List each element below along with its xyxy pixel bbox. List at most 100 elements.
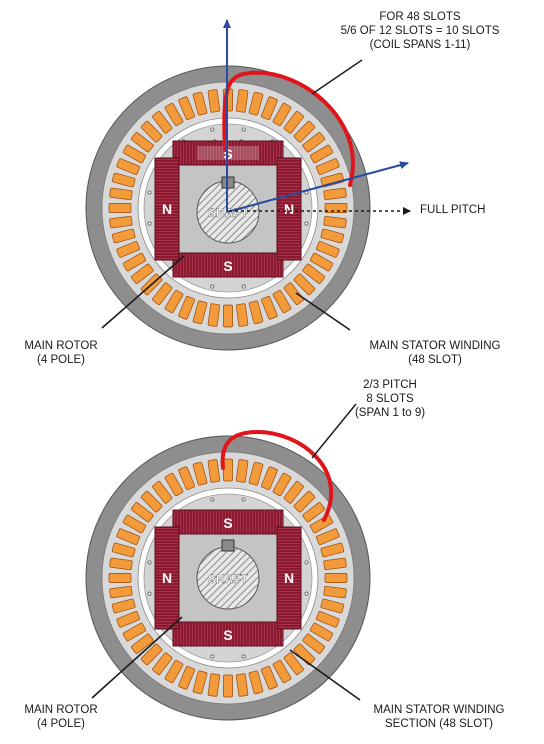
top-rotor-leader xyxy=(101,255,185,329)
stator-slot xyxy=(192,300,208,325)
stator-slot xyxy=(324,203,348,213)
stator-slot xyxy=(140,490,163,513)
top-coil-span xyxy=(222,70,355,187)
stator-slot xyxy=(320,542,345,558)
stator-slot xyxy=(140,120,163,143)
bottom-rotor-label-line-2: (4 POLE) xyxy=(37,718,85,730)
stator-slot xyxy=(293,120,316,143)
bottom-stator-label-line-1: MAIN STATOR WINDING xyxy=(373,704,505,716)
top-pole-left xyxy=(154,157,180,261)
stator-slot xyxy=(315,240,340,258)
stator-slot xyxy=(235,673,249,697)
stator-slot xyxy=(207,89,221,113)
top-stator-label-line-2: (48 SLOT) xyxy=(408,354,462,366)
stator-slot xyxy=(164,659,184,684)
stator-slot xyxy=(323,187,347,201)
stator-slot xyxy=(302,502,325,523)
rotor-vent-dot xyxy=(241,497,246,502)
stator-slot xyxy=(272,472,292,497)
stator-slot xyxy=(235,89,249,113)
stator-slot xyxy=(131,633,154,654)
rotor-vent-dot xyxy=(147,560,152,565)
stator-slot xyxy=(302,132,325,153)
rotor-vent-dot xyxy=(304,560,309,565)
rotor-vent-dot xyxy=(147,591,152,596)
stator-slot xyxy=(122,514,147,534)
stator-slot xyxy=(283,652,304,675)
bottom-coil-note-leader xyxy=(311,403,357,459)
stator-slot xyxy=(109,215,133,229)
stator-slot xyxy=(320,172,345,188)
stator-slot xyxy=(315,528,340,546)
bottom-coil-note-line-3: (SPAN 1 to 9) xyxy=(354,407,426,419)
stator-slot xyxy=(152,652,173,675)
bottom-coil-note-line-2: 8 SLOTS xyxy=(366,393,414,405)
stator-slot xyxy=(178,665,196,690)
stator-slot xyxy=(323,585,347,599)
bottom-rotor-leader xyxy=(91,616,183,699)
rotor-vent-dot xyxy=(147,221,152,226)
stator-slot xyxy=(260,96,278,121)
stator-slot xyxy=(309,514,334,534)
full-pitch-text: FULL PITCH xyxy=(420,204,486,216)
stator-slot xyxy=(178,466,196,491)
stator-slot xyxy=(111,598,136,614)
stator-slot xyxy=(315,158,340,176)
stator-slot xyxy=(293,490,316,513)
stator-slot xyxy=(116,528,141,546)
stator-slot xyxy=(108,573,132,583)
stator-slot xyxy=(315,610,340,628)
bottom-pole-letter-top: S xyxy=(223,515,232,531)
bottom-rotor-label: MAIN ROTOR (4 POLE) xyxy=(6,703,116,731)
stator-slot xyxy=(207,673,221,697)
stator-slot xyxy=(309,252,334,272)
stator-slot xyxy=(323,215,347,229)
top-stator-slots xyxy=(108,88,348,328)
top-pole-letter-bottom: S xyxy=(223,258,232,274)
stator-slot xyxy=(122,252,147,272)
stator-slot xyxy=(248,461,264,486)
stator-slot xyxy=(302,633,325,654)
bottom-pole-left xyxy=(154,526,180,630)
stator-slot xyxy=(111,542,136,558)
stator-slot xyxy=(111,228,136,244)
stator-slot xyxy=(223,304,233,328)
top-axis-angled-arrow xyxy=(226,161,409,213)
stator-slot xyxy=(309,144,334,164)
stator-slot xyxy=(272,659,292,684)
bottom-shaft-label: SHAFT xyxy=(208,572,249,586)
stator-slot xyxy=(116,158,141,176)
bottom-stator-label-line-2: SECTION (48 SLOT) xyxy=(385,718,493,730)
stator-slot xyxy=(324,573,348,583)
stator-slot xyxy=(164,472,184,497)
stator-slot xyxy=(260,466,278,491)
stator-slot xyxy=(248,300,264,325)
rotor-vent-dot xyxy=(210,497,215,502)
stator-slot xyxy=(140,643,163,666)
stator-slot xyxy=(116,240,141,258)
top-pole-letter-left: N xyxy=(162,201,172,217)
stator-slot xyxy=(272,289,292,314)
top-pole-letter-right: N xyxy=(284,201,294,217)
stator-slot xyxy=(111,172,136,188)
bottom-coil-note: 2/3 PITCH 8 SLOTS (SPAN 1 to 9) xyxy=(335,378,445,420)
stator-slot xyxy=(260,665,278,690)
bottom-pole-letter-left: N xyxy=(162,570,172,586)
top-rotor-label: MAIN ROTOR (4 POLE) xyxy=(6,339,116,367)
bottom-stator-leader xyxy=(289,649,361,701)
stator-slot xyxy=(178,96,196,121)
bottom-coil-span xyxy=(220,429,333,522)
stator-slot xyxy=(309,622,334,642)
stator-slot xyxy=(283,111,304,134)
stator-slot xyxy=(152,481,173,504)
top-coil-note-line-1: FOR 48 SLOTS xyxy=(379,11,461,23)
rotor-vent-dot xyxy=(147,190,152,195)
stator-slot xyxy=(302,263,325,284)
top-stator-label: MAIN STATOR WINDING (48 SLOT) xyxy=(350,339,520,367)
rotor-vent-dot xyxy=(210,284,215,289)
full-pitch-label: FULL PITCH xyxy=(420,203,485,217)
top-stator-leader xyxy=(295,292,351,331)
bottom-pole-top xyxy=(172,509,284,535)
bottom-coil-note-line-1: 2/3 PITCH xyxy=(363,379,417,391)
